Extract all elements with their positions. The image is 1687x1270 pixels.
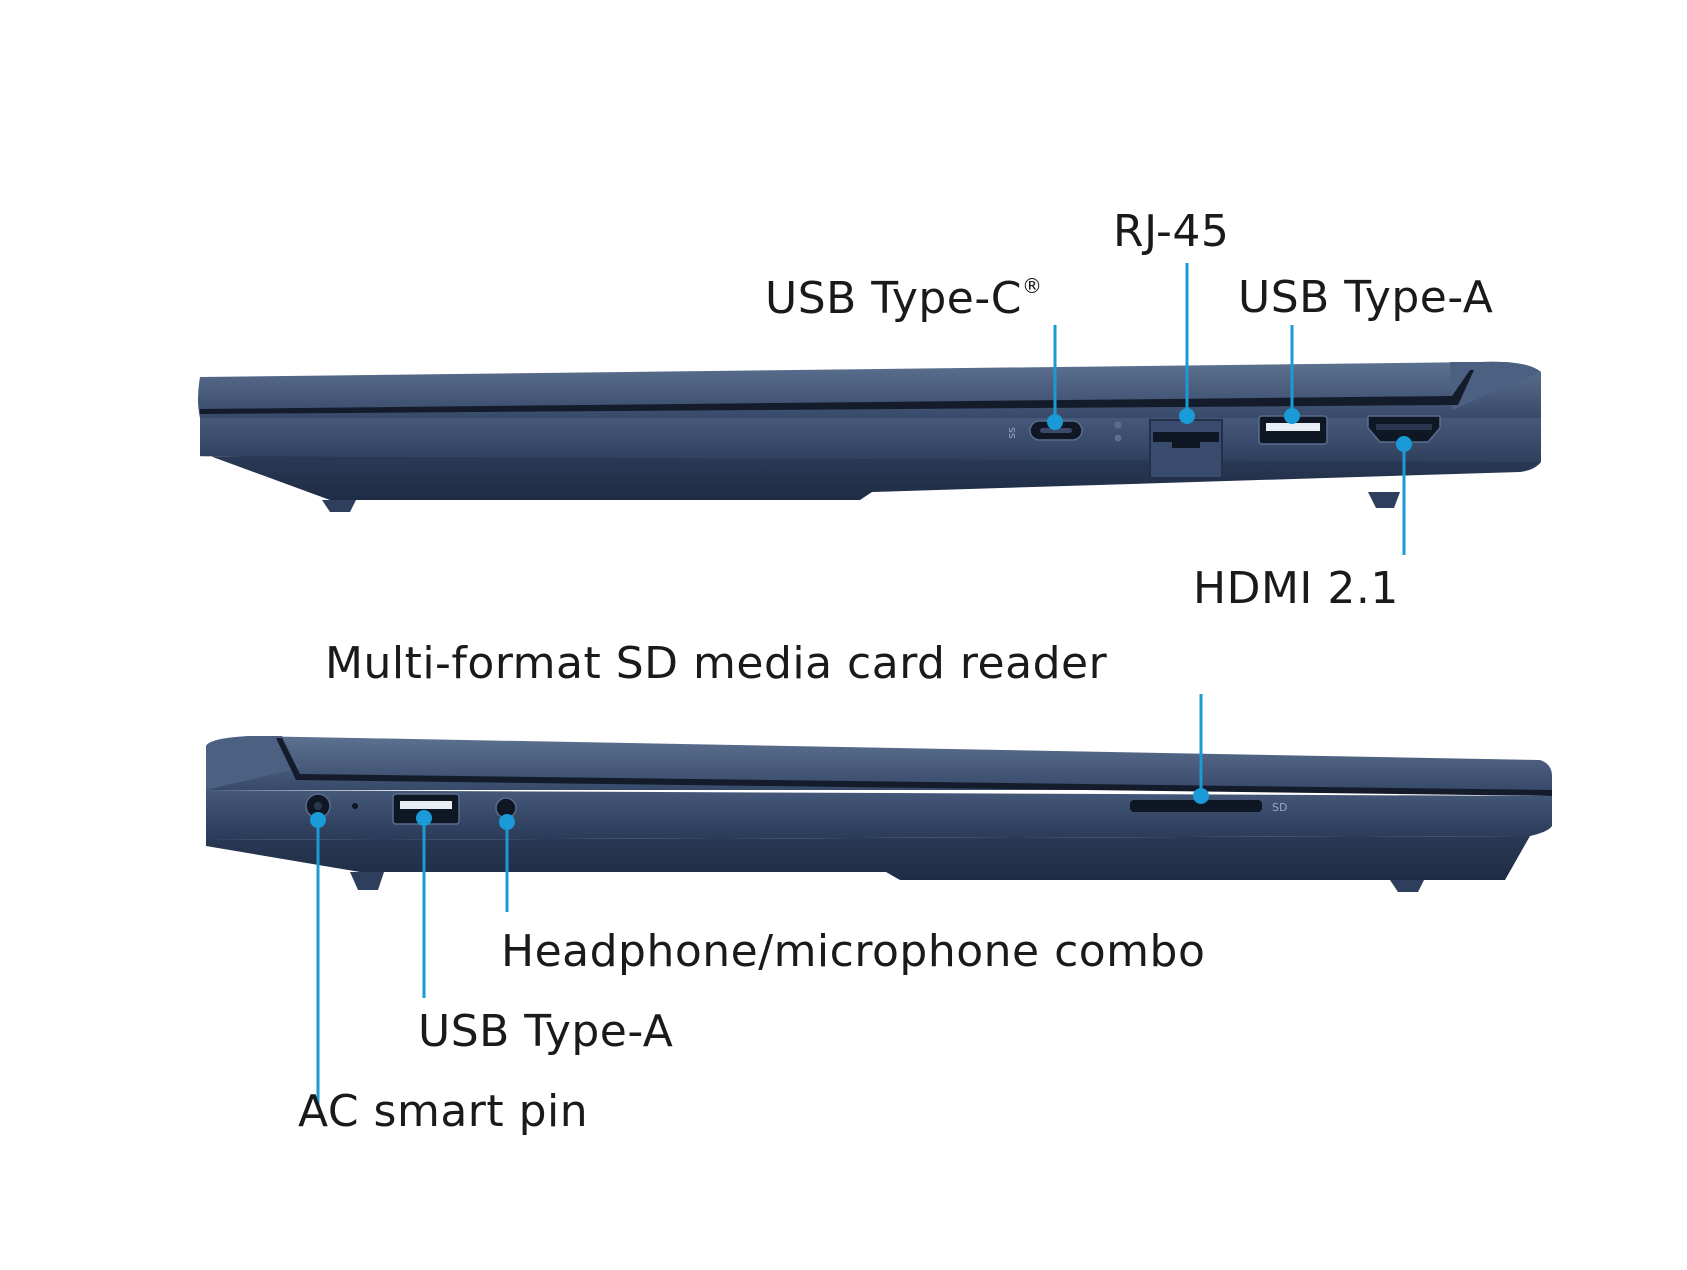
- rj45-callout-dot: [1179, 408, 1195, 424]
- label-ac-smart-pin: AC smart pin: [298, 1086, 589, 1137]
- sd-slot: [1130, 800, 1262, 812]
- label-usb-type-a-left: USB Type-A: [418, 1006, 674, 1057]
- label-usb-type-c: USB Type-C®: [765, 273, 1043, 324]
- label-rj45: RJ-45: [1113, 206, 1230, 257]
- laptop-left-side: SD: [206, 736, 1552, 892]
- callouts-right-side: [1047, 263, 1412, 555]
- laptop-right-side: ss: [198, 361, 1541, 512]
- label-audio-combo: Headphone/microphone combo: [501, 926, 1206, 977]
- ac-callout-dot: [310, 812, 326, 828]
- seam-left: [276, 738, 1552, 796]
- svg-text:ss: ss: [1005, 427, 1018, 439]
- callouts-left-side: [310, 694, 1209, 1104]
- hdmi-callout-dot: [1396, 436, 1412, 452]
- usb-a-right-callout-dot: [1284, 408, 1300, 424]
- usb-c-callout-dot: [1047, 414, 1063, 430]
- sd-callout-dot: [1193, 788, 1209, 804]
- usb-a-left-callout-dot: [416, 810, 432, 826]
- label-usb-type-a-right: USB Type-A: [1238, 272, 1494, 323]
- registered-mark: ®: [1021, 274, 1043, 298]
- label-hdmi: HDMI 2.1: [1193, 563, 1399, 614]
- sd-slot-mark: SD: [1272, 801, 1287, 814]
- lid-left: [206, 736, 1552, 790]
- seam: [200, 370, 1474, 414]
- audio-callout-dot: [499, 814, 515, 830]
- label-sd-reader: Multi-format SD media card reader: [325, 638, 1108, 689]
- rj45-port: [1149, 419, 1223, 479]
